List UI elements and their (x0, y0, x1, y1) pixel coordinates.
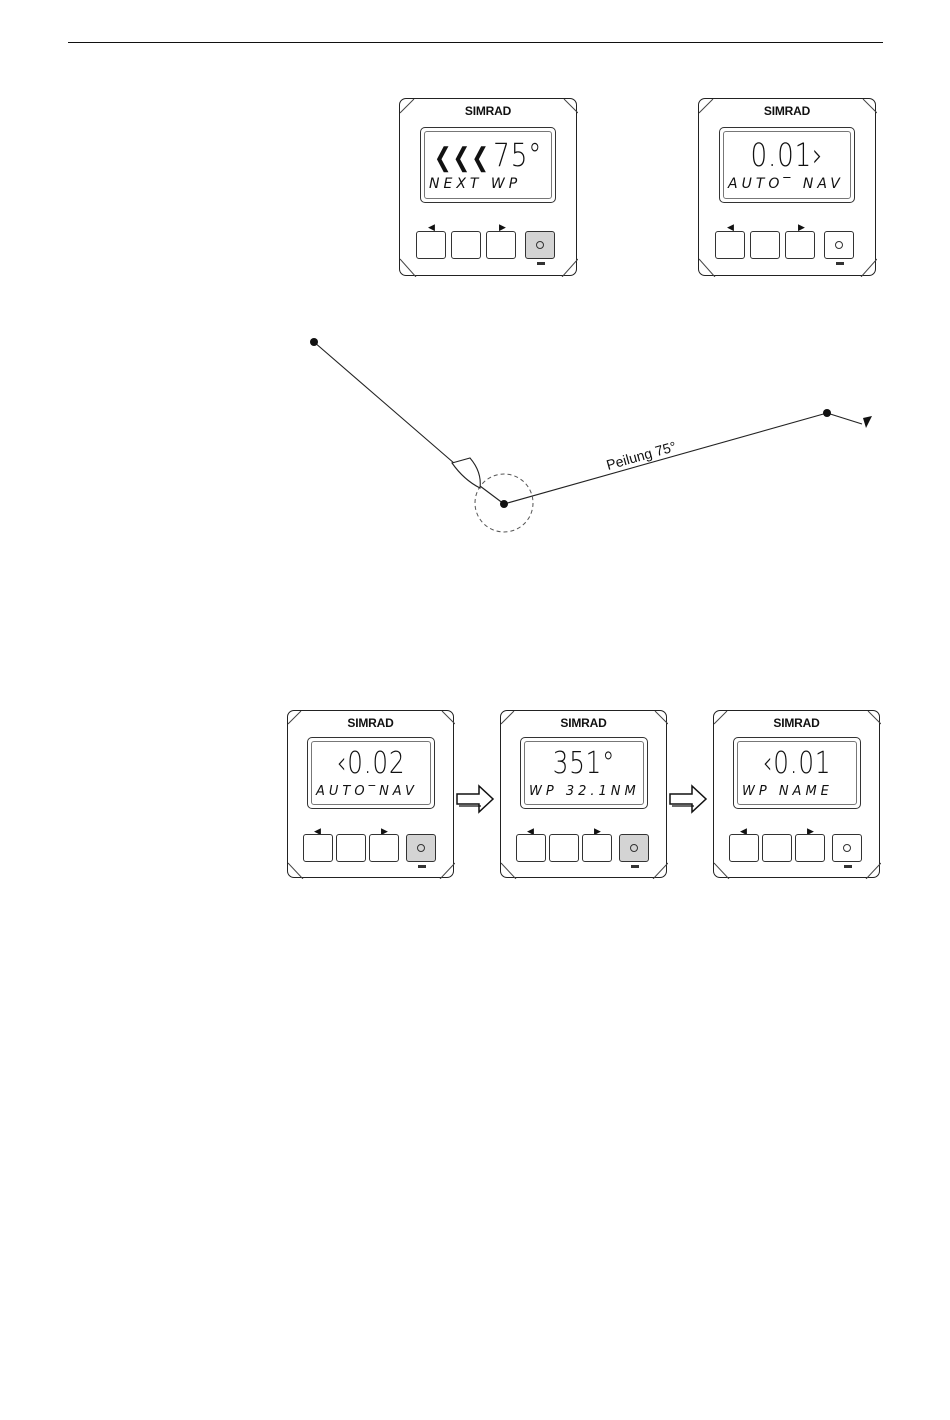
key-power[interactable] (406, 834, 436, 862)
waypoint-start (310, 338, 318, 346)
flow-arrow-icon (455, 782, 497, 816)
brand-logo: SIMRAD (714, 716, 879, 730)
waypoint-current (500, 500, 508, 508)
lcd-screen: 351° WP 32.1NM (520, 737, 648, 809)
boat-icon (452, 458, 480, 488)
key-2[interactable] (549, 834, 579, 862)
key-2[interactable] (762, 834, 792, 862)
lcd-main-readout: 351° (532, 747, 635, 781)
key-1[interactable] (729, 834, 759, 862)
brand-logo: SIMRAD (501, 716, 666, 730)
direction-arrow-icon (863, 416, 872, 428)
route-leg-bearing (504, 413, 827, 504)
key-3[interactable] (795, 834, 825, 862)
key-mark-icon (418, 865, 426, 868)
waypoint-next (823, 409, 831, 417)
lcd-screen: ‹0.01 WP NAME (733, 737, 861, 809)
lcd-sub-readout: WP 32.1NM (529, 784, 643, 799)
brand-logo: SIMRAD (288, 716, 453, 730)
key-mark-icon (631, 865, 639, 868)
display-unit-wp-bearing: SIMRAD 351° WP 32.1NM ◀ ▶ (500, 710, 667, 878)
key-power[interactable] (832, 834, 862, 862)
key-power[interactable] (619, 834, 649, 862)
key-3[interactable] (369, 834, 399, 862)
key-1[interactable] (516, 834, 546, 862)
route-diagram: Peilung 75° (0, 0, 950, 600)
lcd-main-readout: ‹0.01 (745, 747, 848, 781)
route-leg-approach (480, 486, 504, 504)
lcd-screen: ‹0.02 AUTO‾NAV (307, 737, 435, 809)
key-3[interactable] (582, 834, 612, 862)
key-mark-icon (844, 865, 852, 868)
display-unit-wp-distance: SIMRAD ‹0.02 AUTO‾NAV ◀ ▶ (287, 710, 454, 878)
lcd-sub-readout: WP NAME (742, 784, 856, 799)
bearing-label: Peilung 75° (604, 438, 677, 473)
lcd-main-readout: ‹0.02 (319, 747, 422, 781)
key-2[interactable] (336, 834, 366, 862)
display-unit-wp-name: SIMRAD ‹0.01 WP NAME ◀ ▶ (713, 710, 880, 878)
route-leg-next (827, 413, 862, 424)
lcd-sub-readout: AUTO‾NAV (316, 784, 430, 799)
route-leg-previous (314, 342, 462, 470)
key-1[interactable] (303, 834, 333, 862)
flow-arrow-icon (668, 782, 710, 816)
